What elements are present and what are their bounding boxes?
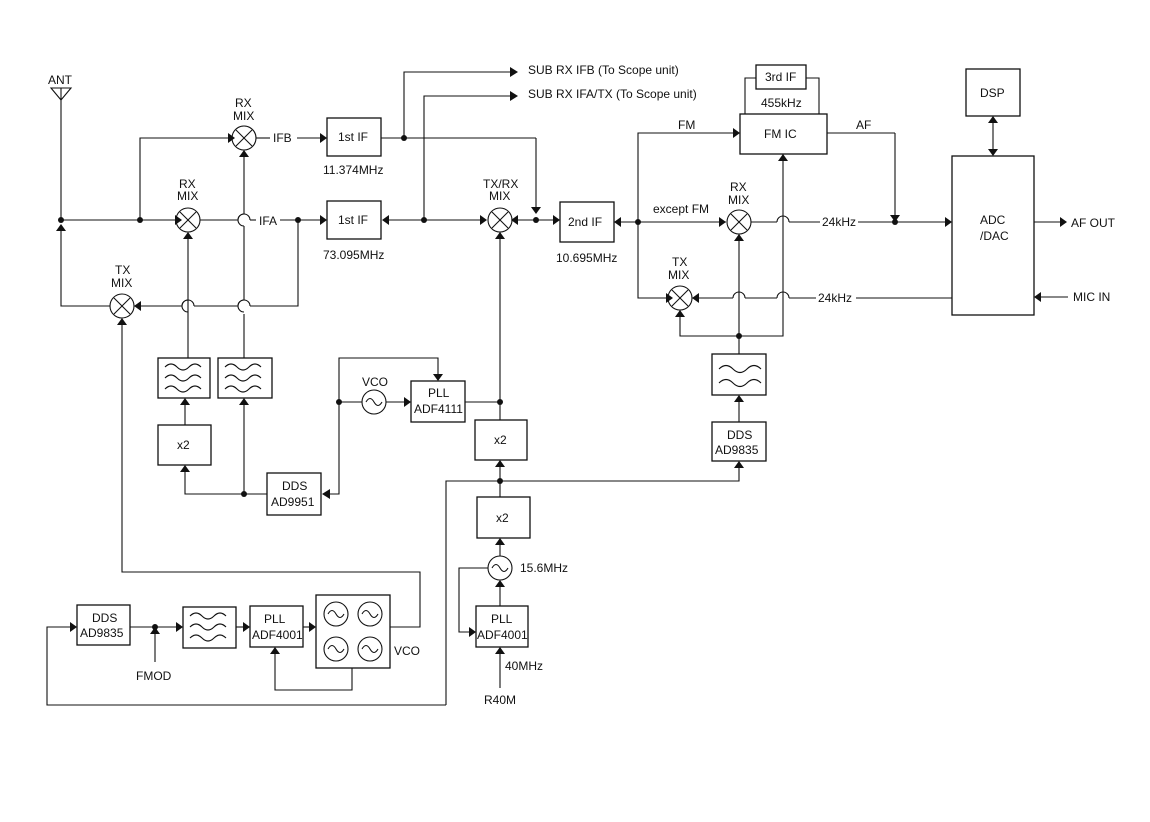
pll-adf4001-left-label-2: ADF4001	[252, 628, 303, 642]
pll-adf4001-left-box	[249, 605, 304, 648]
tx-mix-label-2: MIX	[111, 276, 132, 290]
txrx-mixer	[487, 207, 513, 233]
ifa-label: IFA	[259, 214, 277, 228]
doubler-center-upper-label: x2	[494, 433, 507, 447]
txrx-mix-label-1: TX/RX	[483, 177, 518, 191]
freq-15-6: 15.6MHz	[520, 561, 568, 575]
freq-10695: 10.695MHz	[556, 251, 617, 265]
second-if-label: 2nd IF	[568, 215, 602, 229]
fm-label: FM	[678, 118, 695, 132]
third-if-label: 3rd IF	[765, 70, 796, 84]
bandpass-filter-mid	[217, 357, 273, 399]
third-if-box	[755, 64, 807, 90]
rx-mix-right-label-1: RX	[730, 180, 747, 194]
adc-label: ADC	[980, 213, 1006, 227]
dds-ad9951-label-1: DDS	[282, 479, 307, 493]
k24-tx-label: 24kHz	[818, 291, 852, 305]
doubler-left-label: x2	[177, 438, 190, 452]
tx-mixer	[109, 293, 135, 319]
freq-40: 40MHz	[505, 659, 543, 673]
pll-adf4001-center-box	[475, 605, 529, 648]
filter-right	[711, 353, 767, 396]
rx-mix-ifa-label-2: MIX	[177, 189, 198, 203]
dds-ad9835-right-label-2: AD9835	[715, 443, 759, 457]
filter-lower-left	[182, 606, 237, 649]
dac-label: /DAC	[980, 229, 1009, 243]
doubler-left-box	[157, 424, 212, 466]
sub-rx-ifb-label: SUB RX IFB (To Scope unit)	[528, 63, 679, 77]
tx-mix-label-1: TX	[115, 263, 130, 277]
pll-adf4111-box	[410, 380, 466, 423]
k24-rx-label: 24kHz	[822, 215, 856, 229]
first-if-ifb-label: 1st IF	[338, 130, 368, 144]
fmod-label: FMOD	[136, 669, 172, 683]
pll-adf4001-center-label-2: ADF4001	[477, 628, 528, 642]
ant-label: ANT	[48, 73, 73, 87]
dds-ad9835-right-label-1: DDS	[727, 428, 752, 442]
dds-ad9835-left-label-1: DDS	[92, 611, 117, 625]
pll-adf4001-center-label-1: PLL	[491, 612, 513, 626]
ifb-label: IFB	[273, 131, 292, 145]
sub-rx-ifa-label: SUB RX IFA/TX (To Scope unit)	[528, 87, 697, 101]
dds-ad9835-left-label-2: AD9835	[80, 626, 124, 640]
af-label: AF	[856, 118, 871, 132]
vco-bank	[315, 594, 391, 669]
dds-ad9835-right-box	[711, 421, 767, 462]
dds-ad9951-box	[266, 472, 322, 516]
doubler-center-lower-label: x2	[496, 511, 509, 525]
af-out-label: AF OUT	[1071, 216, 1116, 230]
adc-dac-box	[951, 155, 1035, 316]
pll-adf4111-label-1: PLL	[428, 386, 450, 400]
first-if-ifa-box	[326, 200, 382, 240]
except-fm-label: except FM	[653, 202, 709, 216]
fm-ic-box	[739, 113, 828, 155]
tx-mix-right-label-1: TX	[672, 255, 687, 269]
dds-ad9951-label-2: AD9951	[271, 495, 315, 509]
rx-mix-ifb-label-2: MIX	[233, 109, 254, 123]
vco-upper-label: VCO	[362, 375, 388, 389]
first-if-ifb-box	[326, 117, 382, 157]
first-if-ifa-label: 1st IF	[338, 213, 368, 227]
doubler-center-lower-box	[476, 496, 531, 539]
rx-mixer-ifb	[231, 125, 257, 151]
freq-73095: 73.095MHz	[323, 248, 384, 262]
vco-bank-label: VCO	[394, 644, 420, 658]
dds-ad9835-left-box	[76, 604, 131, 646]
pll-adf4001-left-label-1: PLL	[264, 612, 286, 626]
oscillator-15-6	[487, 555, 513, 581]
rx-mix-ifb-label-1: RX	[235, 96, 252, 110]
mic-in-label: MIC IN	[1073, 290, 1110, 304]
rx-mixer-right	[726, 209, 752, 235]
txrx-mix-label-2: MIX	[489, 189, 510, 203]
rx-mix-right-label-2: MIX	[728, 193, 749, 207]
antenna	[49, 87, 73, 220]
doubler-center-upper-box	[474, 419, 528, 461]
freq-455: 455kHz	[761, 96, 802, 110]
rx-mix-ifa-label-1: RX	[179, 177, 196, 191]
r40m-label: R40M	[484, 693, 516, 707]
tx-mix-right-label-2: MIX	[668, 268, 689, 282]
dsp-label: DSP	[980, 86, 1005, 100]
fm-ic-label: FM IC	[764, 127, 797, 141]
freq-11374: 11.374MHz	[323, 163, 383, 177]
pll-adf4111-label-2: ADF4111	[414, 402, 463, 416]
bandpass-filter-left	[157, 357, 211, 399]
vco-upper	[361, 389, 387, 415]
